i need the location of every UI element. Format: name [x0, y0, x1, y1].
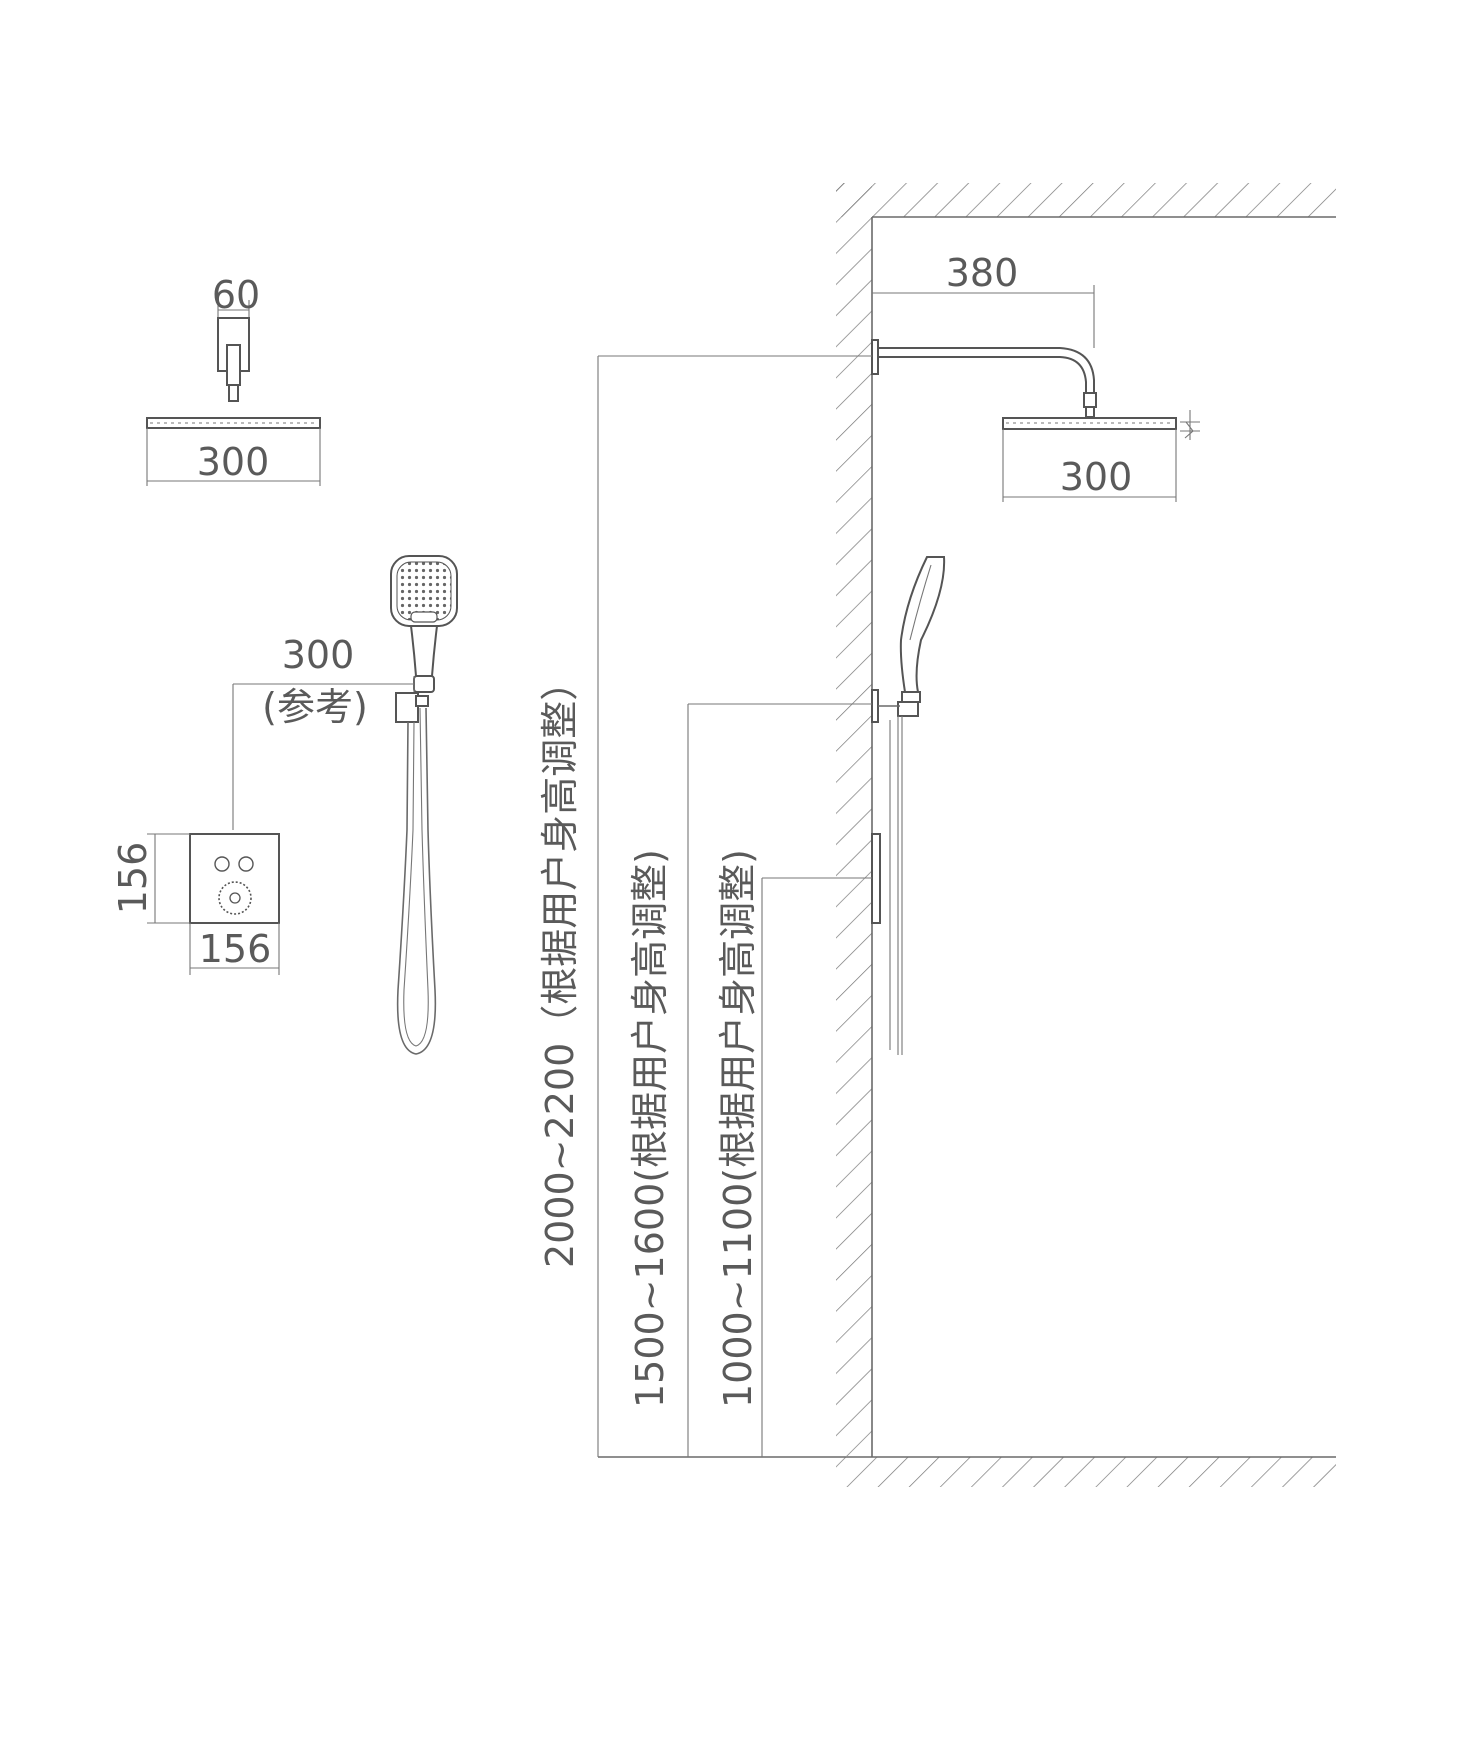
side-hand-shower	[871, 556, 946, 1055]
hand-shower-offset-note: (参考)	[262, 685, 368, 729]
side-shower-head	[1002, 417, 1177, 430]
side-hand-shower-body	[899, 556, 946, 693]
floor-hatch	[836, 1457, 1336, 1487]
wall-hatch	[836, 183, 872, 1456]
front-head-width-label: 300	[197, 440, 270, 484]
side-arm-length-label: 380	[946, 251, 1019, 295]
hand-shower-height-label: 1500~1600(根据用户身高调整)	[628, 849, 672, 1408]
side-overhead-shower: 380 300	[871, 251, 1200, 502]
handshower-button-icon	[238, 856, 254, 872]
shower-arm	[877, 347, 1095, 394]
side-hand-holder	[871, 689, 879, 723]
side-head-width-label: 300	[1060, 455, 1133, 499]
hand-shower-holder	[395, 692, 419, 723]
front-arm-width-label: 60	[212, 273, 260, 317]
front-overhead-shower: 60 300	[146, 273, 321, 486]
ceiling-hatch	[836, 183, 1336, 217]
height-dimensions: 2000~2200（根据用户身高调整） 1500~1600(根据用户身高调整) …	[538, 355, 872, 1457]
overhead-height-label: 2000~2200（根据用户身高调整）	[538, 663, 582, 1268]
valve-height-label: 156	[111, 842, 155, 915]
side-hose	[889, 716, 903, 1055]
shower-head-front	[146, 417, 321, 429]
valve-height-range-label: 1000~1100(根据用户身高调整)	[716, 849, 760, 1408]
hand-shower-hose	[396, 707, 437, 1055]
shower-button-icon	[214, 856, 230, 872]
valve-width-label: 156	[199, 927, 272, 971]
front-hand-shower: 300 (参考)	[232, 555, 458, 1055]
hand-shower-offset-label: 300	[282, 633, 355, 677]
front-valve-panel: 156 156	[111, 833, 280, 975]
side-valve-plate	[871, 833, 881, 924]
wall-structure	[598, 183, 1336, 1487]
